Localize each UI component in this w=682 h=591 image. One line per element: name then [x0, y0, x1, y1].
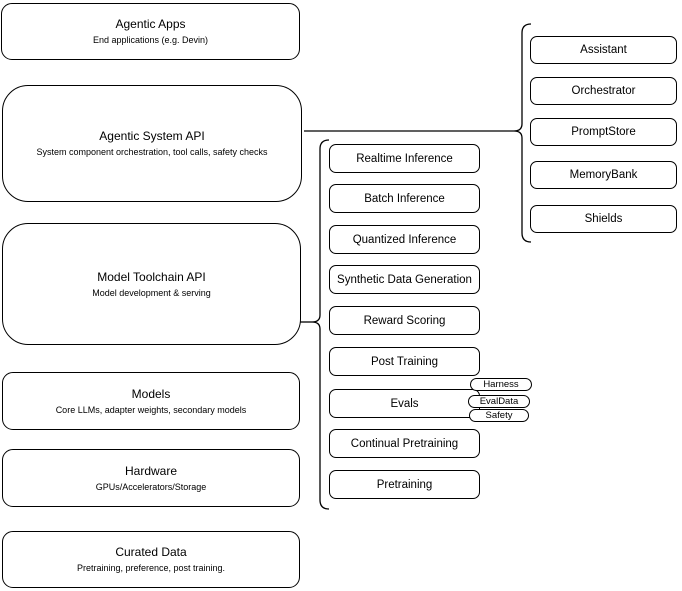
node-curated-data-title: Curated Data: [115, 545, 187, 559]
node-model-toolchain-api-title: Model Toolchain API: [97, 269, 206, 284]
toolchain-item-label: Synthetic Data Generation: [337, 273, 472, 286]
node-curated-data-subtitle: Pretraining, preference, post training.: [76, 563, 226, 573]
toolchain-item-label: Evals: [390, 397, 419, 410]
system-component-shields: Shields: [530, 205, 677, 233]
system-component-label: MemoryBank: [569, 169, 638, 181]
system-component-label: PromptStore: [571, 126, 636, 138]
node-hardware: Hardware GPUs/Accelerators/Storage: [2, 449, 300, 507]
toolchain-item-label: Pretraining: [376, 478, 433, 491]
evals-tag-label: EvalData: [479, 396, 519, 407]
node-agentic-system-api-title: Agentic System API: [99, 129, 205, 143]
node-agentic-apps-title: Agentic Apps: [115, 17, 186, 31]
toolchain-item-evals: Evals: [329, 389, 480, 418]
system-component-memorybank: MemoryBank: [530, 161, 677, 189]
toolchain-item-realtime-inference: Realtime Inference: [329, 144, 480, 173]
node-curated-data: Curated Data Pretraining, preference, po…: [2, 531, 300, 588]
toolchain-item-post-training: Post Training: [329, 347, 480, 376]
node-models: Models Core LLMs, adapter weights, secon…: [2, 372, 300, 430]
system-component-assistant: Assistant: [530, 36, 677, 64]
evals-tag-harness: Harness: [470, 378, 532, 391]
toolchain-item-label: Realtime Inference: [356, 152, 453, 165]
system-component-label: Orchestrator: [571, 85, 636, 97]
node-agentic-system-api: Agentic System API System component orch…: [2, 85, 302, 202]
node-model-toolchain-api-subtitle: Model development & serving: [92, 287, 211, 298]
node-hardware-title: Hardware: [124, 463, 178, 478]
toolchain-item-quantized-inference: Quantized Inference: [329, 225, 480, 254]
system-component-promptstore: PromptStore: [530, 118, 677, 146]
system-component-label: Assistant: [580, 44, 627, 56]
evals-tag-evaldata: EvalData: [468, 395, 530, 408]
evals-tag-label: Harness: [483, 379, 519, 390]
node-agentic-apps-subtitle: End applications (e.g. Devin): [92, 35, 209, 45]
system-component-orchestrator: Orchestrator: [530, 77, 677, 105]
node-models-subtitle: Core LLMs, adapter weights, secondary mo…: [55, 404, 247, 415]
toolchain-item-reward-scoring: Reward Scoring: [329, 306, 480, 335]
node-models-title: Models: [131, 386, 171, 401]
toolchain-item-label: Quantized Inference: [352, 233, 457, 246]
node-model-toolchain-api: Model Toolchain API Model development & …: [2, 223, 301, 345]
toolchain-bracket: [311, 139, 330, 510]
toolchain-item-label: Reward Scoring: [363, 314, 446, 327]
toolchain-item-continual-pretraining: Continual Pretraining: [329, 429, 480, 458]
toolchain-item-pretraining: Pretraining: [329, 470, 480, 499]
node-agentic-apps: Agentic Apps End applications (e.g. Devi…: [1, 3, 300, 60]
system-component-label: Shields: [584, 213, 623, 225]
toolchain-item-label: Continual Pretraining: [350, 437, 459, 450]
toolchain-item-label: Post Training: [370, 355, 439, 368]
node-agentic-system-api-subtitle: System component orchestration, tool cal…: [36, 147, 268, 157]
toolchain-item-synthetic-data-generation: Synthetic Data Generation: [329, 265, 480, 294]
evals-tag-safety: Safety: [469, 409, 529, 422]
toolchain-item-label: Batch Inference: [364, 192, 445, 205]
node-hardware-subtitle: GPUs/Accelerators/Storage: [95, 481, 207, 492]
system-components-bracket: [513, 23, 532, 243]
evals-tag-label: Safety: [485, 410, 513, 421]
toolchain-item-batch-inference: Batch Inference: [329, 184, 480, 213]
